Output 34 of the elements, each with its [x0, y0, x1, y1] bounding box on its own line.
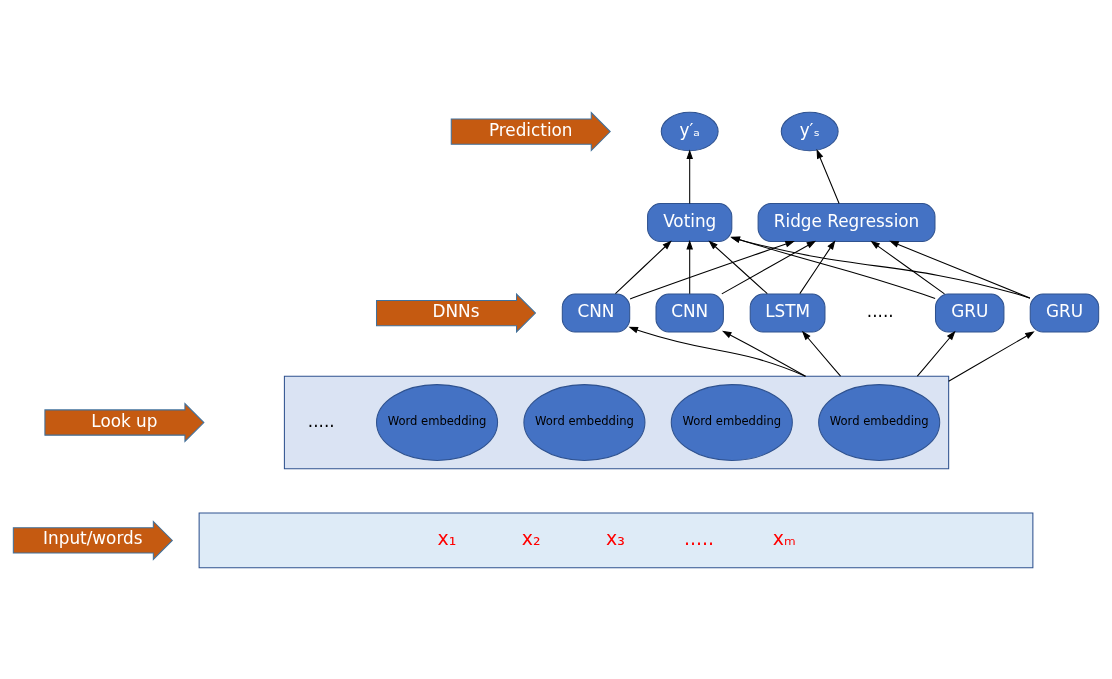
node-ellipse: y′ₛ: [780, 111, 839, 151]
node-box: GRU: [934, 293, 1005, 332]
arrow: [801, 330, 842, 377]
node-ellipse: y′ₐ: [660, 111, 719, 151]
arrow: [889, 240, 1031, 298]
node-ellipse: Word embedding: [818, 383, 941, 461]
arrow: [816, 148, 840, 204]
arrow: [686, 239, 693, 294]
arrow: [916, 330, 956, 377]
node-box: Ridge Regression: [757, 202, 936, 242]
arrow: [722, 330, 806, 377]
arrow: [686, 149, 693, 204]
cluster: [283, 375, 950, 469]
arrow: [799, 239, 836, 294]
node-ellipse: Word embedding: [376, 383, 499, 461]
arrow: [721, 240, 817, 294]
arrow: [629, 240, 795, 299]
label: .....: [307, 410, 335, 431]
arrow: [708, 240, 768, 294]
label: .....: [866, 300, 894, 321]
arrow: [614, 239, 672, 294]
arrow: [730, 236, 1031, 299]
arrow: [628, 326, 806, 377]
arrow: [948, 330, 1035, 382]
node-box: CNN: [655, 293, 724, 332]
arrow: [870, 240, 945, 294]
node-box: LSTM: [749, 293, 826, 332]
node-ellipse: Word embedding: [523, 383, 646, 461]
node-box: x₁ x₂ x₃ ..... xₘ: [198, 512, 1034, 568]
node-box: Voting: [647, 202, 733, 242]
arrow: [730, 235, 936, 299]
node-ellipse: Word embedding: [670, 383, 793, 461]
node-box: CNN: [561, 293, 631, 332]
node-box: GRU: [1029, 293, 1100, 332]
